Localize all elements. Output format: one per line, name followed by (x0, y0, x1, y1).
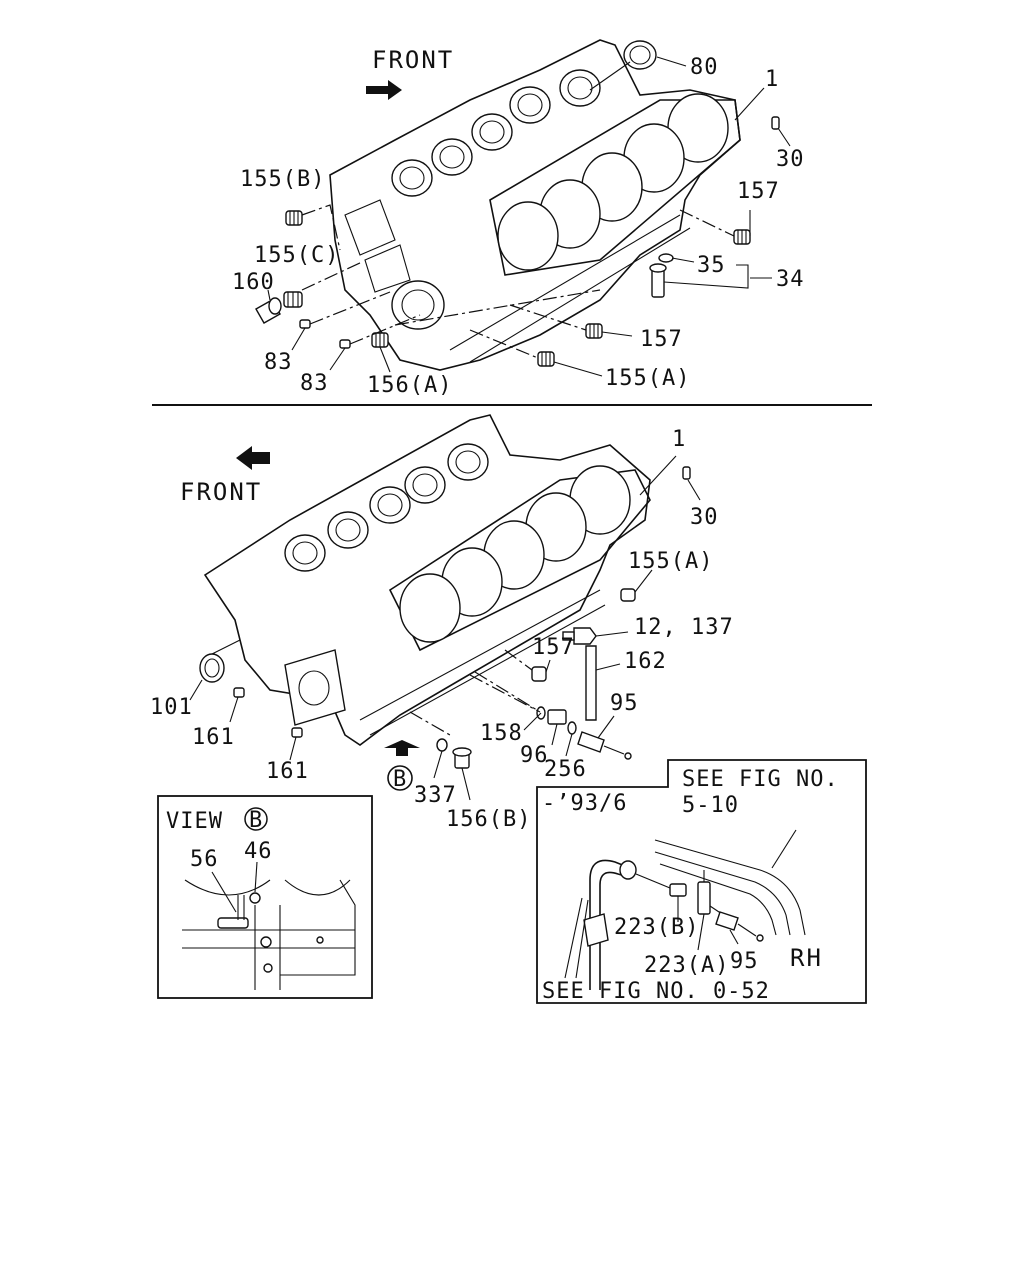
deck-bores (497, 93, 729, 271)
callout-80: 80 (690, 55, 719, 80)
part-96-adapter (547, 709, 567, 725)
part-160-sleeve (255, 297, 282, 324)
see-fig-top-line1: SEE FIG NO. (682, 767, 839, 792)
part-83-pin-a (299, 319, 311, 329)
upper-bank-bores (391, 69, 601, 197)
callout-161-a: 161 (192, 725, 235, 750)
part-156a-plug (371, 332, 389, 348)
view-b-drawing (182, 879, 356, 990)
part-161-pin-a (233, 687, 245, 698)
svg-text:B: B (393, 767, 407, 792)
part-30-dowel-bottom (682, 466, 691, 480)
callout-35: 35 (697, 253, 726, 278)
callout-158: 158 (480, 721, 523, 746)
part-12-137-fitting (562, 627, 597, 645)
callout-95-bottom: 95 (610, 691, 639, 716)
callout-223a: 223(A) (644, 953, 729, 978)
callout-157-bottom: 157 (532, 635, 575, 660)
callout-30-bottom: 30 (690, 505, 719, 530)
callout-156b: 156(B) (446, 807, 531, 832)
callout-1-top: 1 (765, 67, 779, 92)
see-fig-bottom: SEE FIG NO. 0-52 (542, 979, 770, 1004)
callout-101: 101 (150, 695, 193, 720)
callout-157-top-a: 157 (737, 179, 780, 204)
callout-160: 160 (232, 270, 275, 295)
bottom-deck-bores (399, 465, 631, 643)
part-155c-plug (283, 291, 303, 308)
see-fig-top-line2: 5-10 (682, 793, 739, 818)
part-30-dowel (771, 116, 780, 130)
callout-155c: 155(C) (254, 243, 339, 268)
callout-96: 96 (520, 743, 549, 768)
view-b-arrow-icon (384, 740, 420, 756)
view-b-title-marker: B (244, 807, 268, 833)
top-engine-block-view: FRONT (232, 39, 805, 398)
view-b-inset: VIEW B 56 46 (157, 795, 373, 999)
front-label-bottom: FRONT (180, 478, 262, 506)
front-label: FRONT (372, 46, 454, 74)
callout-157-top-b: 157 (640, 327, 683, 352)
engine-block-drawing (329, 39, 741, 371)
engine-block-drawing-bottom (203, 414, 651, 746)
part-35-washer (658, 253, 674, 263)
callout-83-b: 83 (300, 371, 329, 396)
callout-46: 46 (244, 839, 273, 864)
detail-inset: SEE FIG NO. 5-10 -’93/6 223(B) 223( (536, 759, 867, 1004)
side-rh: RH (790, 944, 823, 972)
callout-12-137: 12, 137 (634, 615, 734, 640)
part-157-plug-b (585, 323, 603, 339)
callout-83-a: 83 (264, 350, 293, 375)
callout-56: 56 (190, 847, 219, 872)
view-b-marker: B (387, 765, 413, 792)
callout-155b: 155(B) (240, 167, 325, 192)
bottom-engine-block-view: FRONT (150, 414, 734, 832)
part-155a-plug (537, 351, 555, 367)
part-34-bolt (649, 263, 667, 298)
front-arrow-icon (366, 80, 402, 100)
part-156b-bolt (452, 747, 472, 769)
part-157-plug-bottom (531, 666, 547, 682)
callout-223b: 223(B) (614, 915, 699, 940)
callout-155a-bottom: 155(A) (628, 549, 713, 574)
part-337-washer (436, 738, 448, 752)
callout-155a-top: 155(A) (605, 366, 690, 391)
view-b-title: VIEW (166, 809, 223, 834)
top-leader-lines (267, 56, 791, 377)
part-256-washer (567, 721, 577, 735)
part-83-pin-b (339, 339, 351, 349)
part-101-plug (199, 653, 225, 683)
date-note: -’93/6 (542, 791, 627, 816)
callout-156a: 156(A) (367, 373, 452, 398)
part-80-plug (623, 40, 657, 70)
callout-161-b: 161 (266, 759, 309, 784)
part-161-pin-b (291, 727, 303, 738)
bottom-upper-bores (284, 443, 489, 572)
callout-34: 34 (776, 267, 805, 292)
callout-95-detail: 95 (730, 949, 759, 974)
part-155b-plug (285, 210, 303, 226)
callout-1-bottom: 1 (672, 427, 686, 452)
front-arrow-icon-bottom (236, 446, 270, 470)
callout-337: 337 (414, 783, 457, 808)
part-162-pipe (585, 645, 597, 721)
part-155a-plug-bottom (620, 588, 636, 602)
bottom-leader-lines (189, 455, 701, 801)
part-95-sensor (577, 731, 632, 760)
detail-drawing (583, 829, 806, 990)
part-157-plug-a (733, 229, 751, 245)
svg-text:B: B (249, 808, 263, 833)
callout-30-top: 30 (776, 147, 805, 172)
callout-256: 256 (544, 757, 587, 782)
callout-162: 162 (624, 649, 667, 674)
